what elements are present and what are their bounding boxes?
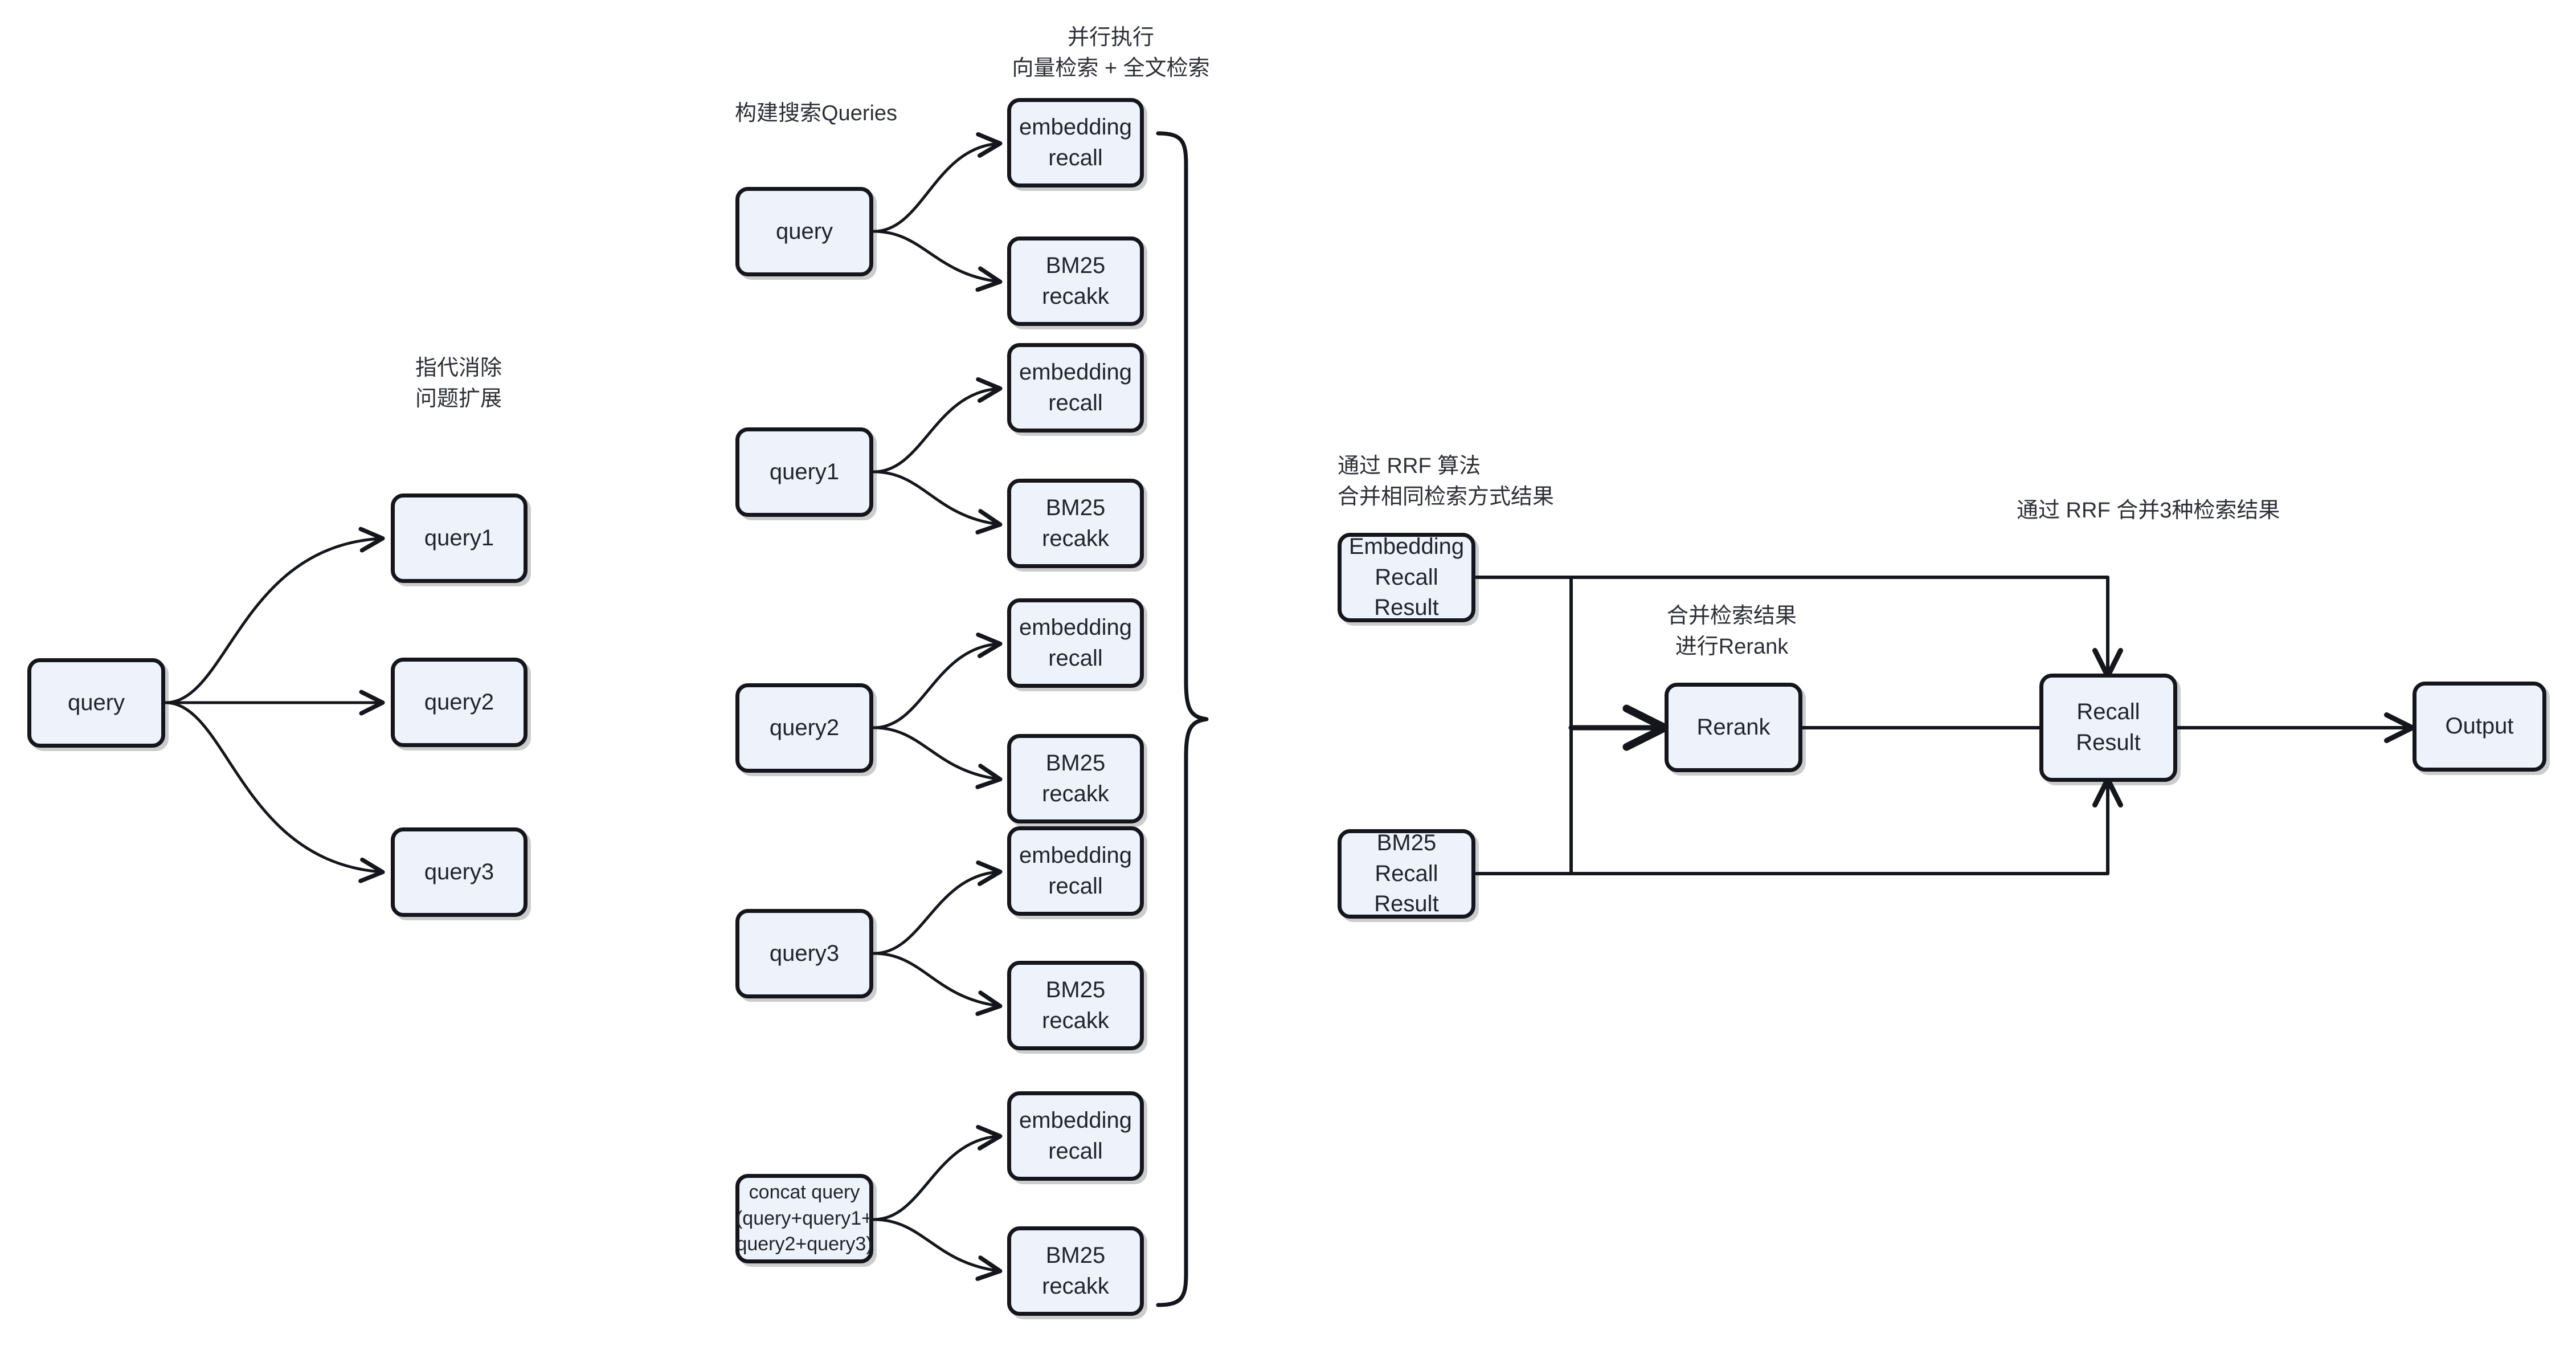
node-embedding-recall-1[interactable]: embedding recall — [1007, 98, 1144, 187]
node-search-query-concat[interactable]: concat query (query+query1+ query2+query… — [735, 1174, 873, 1263]
node-label: embedding recall — [1019, 359, 1132, 415]
node-label: BM25 Recall Result — [1374, 830, 1439, 917]
note-stage2: 构建搜索Queries — [735, 101, 898, 125]
node-bm25-recall-4[interactable]: BM25 recakk — [1007, 961, 1144, 1050]
node-label: Rerank — [1696, 714, 1771, 740]
node-search-query-0[interactable]: query — [735, 187, 873, 276]
node-label: BM25 recakk — [1042, 252, 1109, 309]
node-label: BM25 recakk — [1042, 495, 1109, 551]
node-search-query-1[interactable]: query1 — [735, 427, 873, 517]
node-bm25-recall-result[interactable]: BM25 Recall Result — [1338, 829, 1475, 919]
node-label: BM25 recakk — [1042, 750, 1109, 806]
node-label: embedding recall — [1019, 614, 1132, 671]
node-label: query2 — [424, 689, 494, 715]
node-embedding-recall-3[interactable]: embedding recall — [1007, 598, 1144, 688]
node-label: BM25 recakk — [1042, 1242, 1109, 1299]
node-label: query1 — [769, 459, 840, 484]
note-stage4: 通过 RRF 算法 合并相同检索方式结果 — [1338, 454, 1555, 509]
node-embedding-recall-result[interactable]: Embedding Recall Result — [1338, 533, 1475, 622]
node-bm25-recall-1[interactable]: BM25 recakk — [1007, 236, 1144, 326]
node-recall-result[interactable]: Recall Result — [2039, 674, 2177, 782]
node-label: Embedding Recall Result — [1348, 534, 1465, 621]
node-embedding-recall-5[interactable]: embedding recall — [1007, 1091, 1144, 1181]
node-label: query1 — [424, 525, 494, 550]
node-output[interactable]: Output — [2413, 682, 2546, 772]
node-label: concat query (query+query1+ query2+query… — [735, 1181, 873, 1255]
node-embedding-recall-4[interactable]: embedding recall — [1007, 826, 1144, 916]
node-label: embedding recall — [1019, 1107, 1132, 1164]
node-label: query3 — [424, 859, 494, 884]
note-stage3: 并行执行 向量检索 + 全文检索 — [1012, 26, 1210, 80]
node-label: Recall Result — [2076, 699, 2141, 755]
node-label: query2 — [769, 715, 840, 740]
node-rerank[interactable]: Rerank — [1665, 683, 1802, 772]
node-search-query-3[interactable]: query3 — [735, 909, 873, 998]
node-bm25-recall-2[interactable]: BM25 recakk — [1007, 479, 1144, 568]
node-label: query3 — [769, 940, 840, 966]
node-bm25-recall-5[interactable]: BM25 recakk — [1007, 1226, 1144, 1316]
node-label: embedding recall — [1019, 114, 1132, 170]
node-expanded-query3[interactable]: query3 — [391, 827, 528, 917]
node-label: BM25 recakk — [1042, 977, 1109, 1033]
node-search-query-2[interactable]: query2 — [735, 683, 873, 773]
node-label: embedding recall — [1019, 842, 1132, 899]
note-stage5: 合并检索结果 进行Rerank — [1666, 604, 1797, 659]
node-embedding-recall-2[interactable]: embedding recall — [1007, 343, 1144, 433]
node-label: Output — [2445, 713, 2514, 739]
node-expanded-query1[interactable]: query1 — [391, 494, 528, 583]
node-source-query[interactable]: query — [27, 658, 165, 748]
note-stage1: 指代消除 问题扩展 — [415, 356, 502, 411]
note-stage6: 通过 RRF 合并3种检索结果 — [2017, 499, 2280, 523]
node-bm25-recall-3[interactable]: BM25 recakk — [1007, 734, 1144, 823]
node-expanded-query2[interactable]: query2 — [391, 658, 528, 747]
node-label: query — [67, 690, 125, 715]
node-label: query — [775, 218, 833, 244]
